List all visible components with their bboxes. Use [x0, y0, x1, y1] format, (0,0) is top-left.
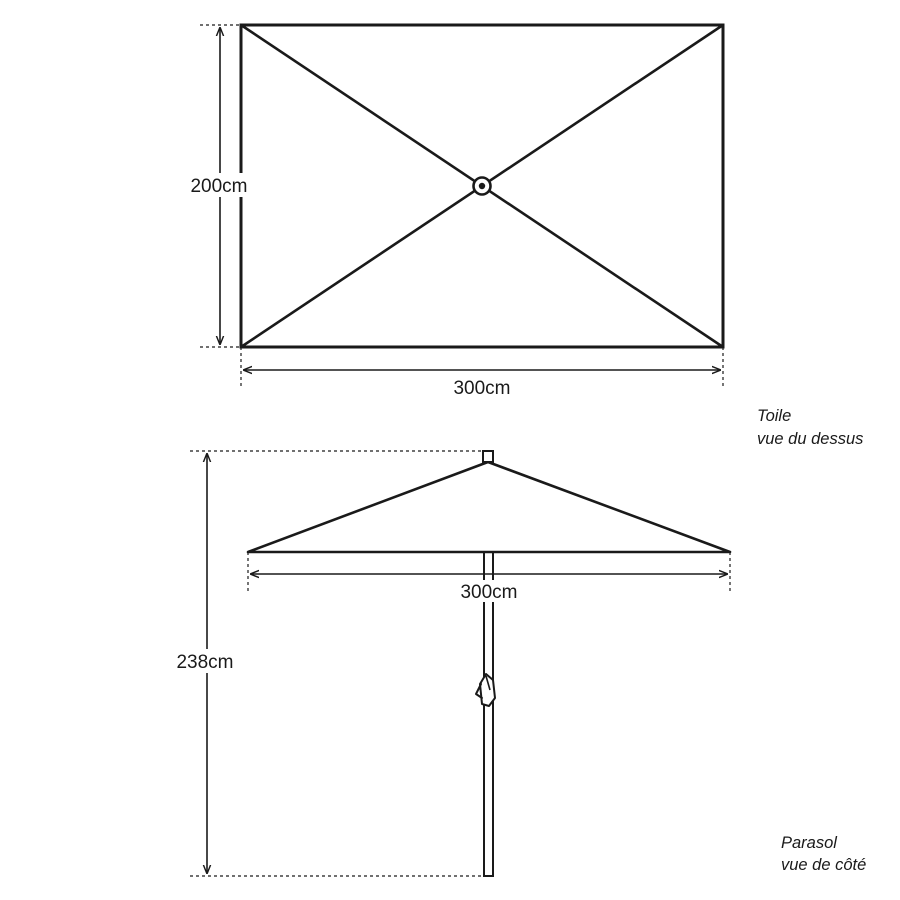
side-width-label: 300cm: [460, 582, 517, 603]
side-view-caption-subtitle: vue de côté: [781, 856, 866, 874]
side-height-label: 238cm: [176, 652, 233, 673]
side-view: 300cm 238cm Parasol vue de côté: [169, 450, 866, 877]
top-view: 200cm 300cm Toile vue du dessus: [184, 23, 863, 448]
top-view-caption-subtitle: vue du dessus: [757, 430, 863, 448]
side-view-caption-title: Parasol: [781, 834, 838, 852]
side-width-label-backdrop: [452, 580, 524, 602]
canopy-hub-inner: [478, 182, 486, 190]
side-height-label-backdrop: [169, 649, 241, 673]
height-label-backdrop: [184, 173, 254, 197]
crank-handle-icon: [475, 673, 496, 707]
top-view-caption-title: Toile: [757, 407, 791, 425]
width-label: 300cm: [453, 378, 510, 399]
parasol-finial: [482, 450, 494, 463]
height-label: 200cm: [190, 176, 247, 197]
parasol-canopy: [246, 460, 732, 554]
